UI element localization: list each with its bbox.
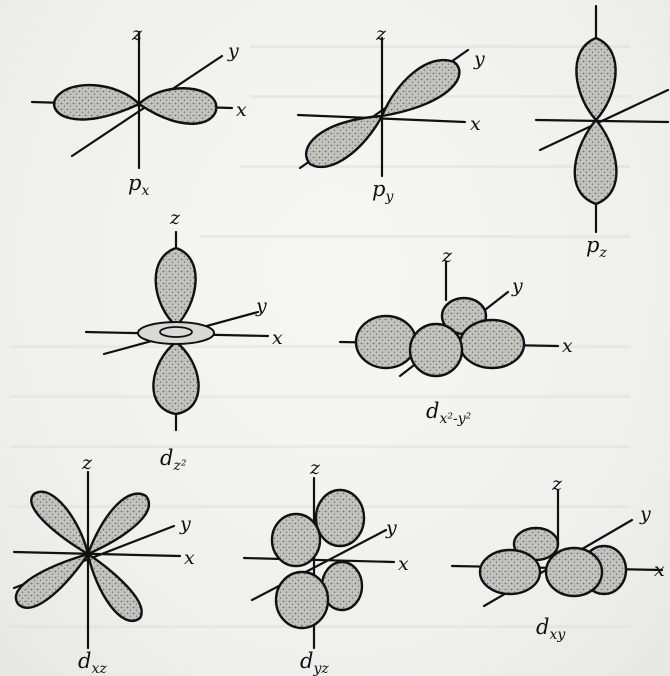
orbital-dxy: z y x dxy [452, 473, 665, 643]
lobe-left [356, 316, 416, 368]
y-axis-label: y [227, 40, 239, 62]
y-axis-label: y [385, 517, 397, 539]
z-axis-label: z [309, 457, 321, 479]
z-axis-label: z [551, 473, 563, 495]
y-axis-label: y [639, 503, 651, 525]
y-axis-label: y [511, 275, 523, 297]
lobe-lower [575, 120, 617, 204]
torus-ring [138, 322, 214, 344]
orbital-dyz: z y x dyz [244, 457, 409, 676]
orbital-dx2y2: z y x dx²-y² [340, 245, 573, 427]
z-axis-label: z [81, 452, 93, 474]
lobe-lower [153, 342, 198, 414]
lobe-lower-left [16, 554, 88, 608]
lobe-lower-left [306, 116, 382, 167]
y-axis-label: y [179, 513, 191, 535]
lobe-upper-back [316, 490, 364, 546]
x-axis-label: x [184, 547, 195, 569]
lobe-right [460, 320, 524, 368]
orbital-label-py: py [372, 177, 394, 205]
orbital-label-dx2y2: dx²-y² [426, 399, 472, 427]
orbital-px: z y x px [32, 23, 247, 199]
z-axis-label: z [441, 245, 453, 267]
lobe-lower-front [276, 572, 328, 628]
lobe-upper-left [31, 492, 88, 554]
orbital-py: z y x py [298, 23, 485, 205]
orbital-label-dxy: dxy [536, 615, 566, 643]
orbital-dxz: z y x dxz [14, 452, 195, 676]
y-axis-label: y [255, 295, 267, 317]
lobe-upper [156, 248, 196, 326]
x-axis-label: x [654, 559, 665, 581]
z-axis-label: z [169, 207, 181, 229]
lobe-left [54, 85, 139, 119]
z-axis-label: z [131, 23, 143, 45]
lobe-front [410, 324, 462, 376]
x-axis-label: x [236, 99, 247, 121]
orbital-dz2: z y x dz² [86, 207, 283, 474]
lobe-upper-front [272, 514, 320, 566]
lobe-front [546, 548, 602, 596]
lobe-upper [576, 38, 615, 120]
orbital-label-px: px [128, 171, 149, 199]
lobe-lower-right [88, 554, 142, 621]
lobe-left [480, 550, 540, 594]
orbital-label-dxz: dxz [78, 649, 107, 676]
z-axis-label: z [375, 23, 387, 45]
orbital-label-dz2: dz² [160, 446, 187, 474]
orbital-pz: pz [536, 6, 668, 261]
x-axis-label: x [470, 113, 481, 135]
lobe-right [139, 88, 216, 124]
x-axis-label: x [562, 335, 573, 357]
x-axis-label: x [272, 327, 283, 349]
x-axis-line [244, 558, 394, 562]
x-axis-label: x [398, 553, 409, 575]
orbital-label-dyz: dyz [300, 649, 329, 676]
lobe-upper-right [88, 494, 149, 554]
y-axis-label: y [473, 48, 485, 70]
lobe-upper-right [382, 60, 459, 116]
